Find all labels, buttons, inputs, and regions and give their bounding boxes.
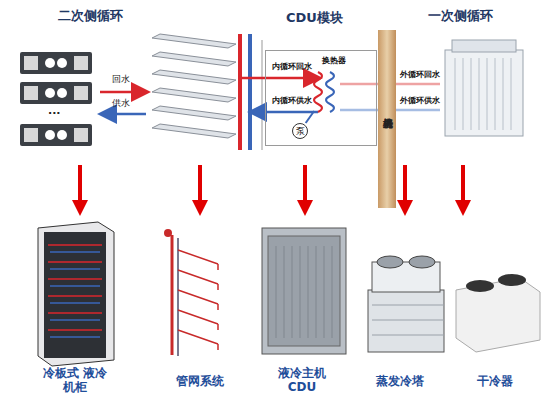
equipment-caption: 蒸发冷塔 (360, 374, 440, 388)
pipe-label: 外循环回水 (400, 70, 460, 80)
pipe-network (164, 229, 218, 356)
node-text: 机房外墙 (382, 110, 392, 208)
hx-coil (326, 72, 334, 112)
supply-riser (248, 34, 252, 150)
dry-cooler (456, 274, 540, 352)
evap-tower (368, 256, 444, 352)
server-units (20, 52, 92, 146)
equipment-caption: 干冷器 (455, 374, 535, 388)
inner-supply-pipe (252, 111, 318, 114)
node-text: 换热器 (312, 55, 356, 66)
bracket (261, 40, 263, 150)
flow-label: 供水 (112, 98, 142, 109)
node-text: 泵 (296, 127, 305, 136)
hx-coil (314, 72, 322, 112)
pump-circle: 泵 (292, 123, 308, 139)
liquid-rack (38, 222, 114, 366)
wall-band: 机房外墙 (378, 30, 396, 208)
pipe-label: 内循环供水 (272, 96, 332, 106)
pipe-connector (306, 111, 315, 123)
equipment-caption: 管网系统 (160, 374, 240, 388)
cooling-tower (445, 40, 523, 136)
equipment-caption: 液冷主机 CDU (266, 366, 338, 395)
equipment-caption: 冷板式 液冷机柜 (40, 366, 110, 395)
return-arrow (100, 91, 146, 94)
wall-column (378, 30, 396, 208)
cdu-module-box: CDU模块换热器泵 (265, 50, 377, 146)
section-heading: 一次侧循环 (428, 8, 518, 24)
inner-return-pipe (240, 77, 318, 80)
pipe-label: 外循环供水 (400, 96, 460, 106)
supply-arrow (102, 113, 146, 116)
ellipsis: ... (48, 104, 78, 117)
manifold (152, 34, 236, 138)
cdu-cabinet (262, 228, 346, 354)
node-text: CDU模块 (286, 9, 376, 27)
heat-exchanger: 换热器 (312, 55, 356, 111)
return-riser (238, 34, 242, 150)
flow-label: 回水 (112, 74, 142, 85)
down-arrow (80, 165, 463, 208)
section-heading: 二次侧循环 (58, 8, 148, 24)
